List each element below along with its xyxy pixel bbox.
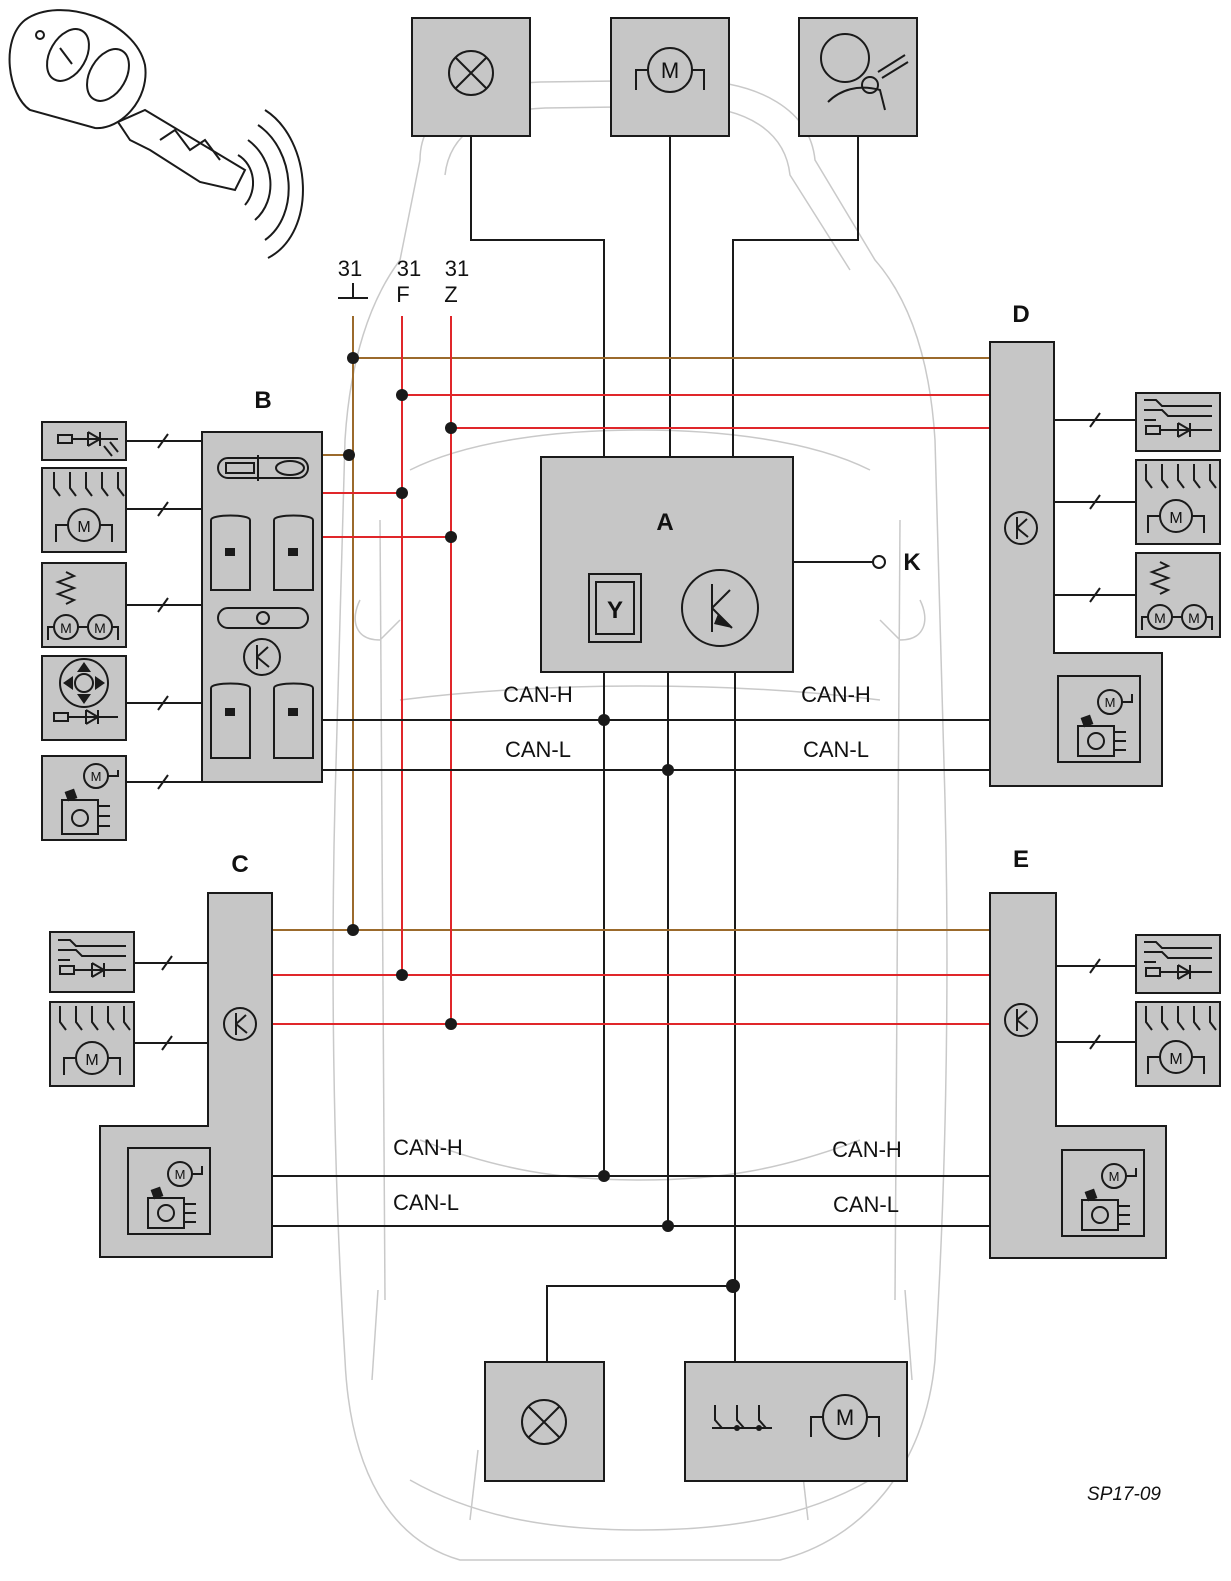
module-d-label: D: [1012, 301, 1029, 328]
led-sensor-icon: [1135, 392, 1221, 452]
trunk-module: M: [684, 1361, 908, 1482]
lamp-icon: [448, 50, 494, 96]
can-l-label-rear-right: CAN-L: [833, 1192, 899, 1217]
fuse-y: Y: [588, 573, 642, 643]
rear-right-door-module-e: E M: [989, 846, 1167, 1259]
seat-position-icon: M: [1061, 1149, 1145, 1237]
svg-text:M: M: [1188, 610, 1200, 626]
switch-array-icon: M: [49, 1001, 135, 1087]
terminal-31f-letter: F: [396, 282, 409, 307]
airbag-feed-wire: [732, 136, 859, 457]
seat-position-icon: M: [1057, 675, 1141, 763]
supply-wiring: [272, 316, 990, 1025]
motor-label: M: [661, 58, 679, 83]
rear-lamp-feed-wire: [546, 1285, 733, 1362]
svg-text:M: M: [1109, 1169, 1120, 1184]
car-key-icon: [8, 9, 304, 259]
node-k-label: K: [903, 549, 921, 576]
b-peripherals: M M M M: [41, 421, 202, 841]
svg-text:M: M: [1169, 510, 1182, 527]
svg-text:M: M: [60, 620, 72, 636]
heater-icon: M M: [1135, 552, 1221, 638]
top-motor-module: M: [610, 17, 730, 137]
driver-door-module-b: B: [201, 387, 323, 783]
module-b-label: B: [254, 387, 271, 414]
ground-wiring: [272, 316, 990, 931]
svg-text:M: M: [1154, 610, 1166, 626]
can-h-label-front-right: CAN-H: [801, 682, 871, 707]
switch-array-icon: M: [1135, 1001, 1221, 1087]
rear-left-door-module-c: C M: [99, 851, 273, 1258]
d-peripherals: M M M: [1054, 392, 1221, 638]
switch-array-icon: M: [1135, 459, 1221, 545]
central-control-module-a: A Y: [540, 456, 794, 673]
terminal-labels: 31 31 F 31 Z: [338, 256, 469, 307]
terminal-31f-number: 31: [397, 256, 421, 281]
svg-text:M: M: [94, 620, 106, 636]
seat-position-icon: M: [127, 1147, 211, 1235]
k-terminal: [872, 555, 886, 569]
led-sensor-icon: [41, 421, 127, 461]
svg-text:M: M: [1105, 695, 1116, 710]
airbag-module: [798, 17, 918, 137]
wire-junctions: [343, 352, 740, 1293]
can-l-label-front-left: CAN-L: [505, 737, 571, 762]
svg-text:M: M: [77, 519, 90, 536]
motor-icon: M: [810, 1394, 880, 1440]
led-sensor-icon: [1135, 934, 1221, 994]
svg-text:M: M: [91, 769, 102, 784]
mirror-joystick-icon: [41, 655, 127, 741]
ground-symbol-icon: [338, 283, 368, 299]
microcontroller-icon: [1004, 511, 1038, 545]
c-peripherals: M: [49, 931, 208, 1087]
module-c-label: C: [231, 851, 248, 878]
microcontroller-icon: [681, 569, 759, 647]
terminal-31z-number: 31: [445, 256, 469, 281]
led-sensor-icon: [49, 931, 135, 993]
lamp-feed-wire: [470, 136, 605, 457]
terminal-31-label: 31: [338, 256, 362, 281]
airbag-icon: [820, 33, 909, 111]
microcontroller-icon: [223, 1007, 257, 1041]
fuse-y-label: Y: [607, 597, 623, 624]
can-bus-wiring: [272, 719, 990, 1227]
can-l-label-front-right: CAN-L: [803, 737, 869, 762]
lamp-icon: [521, 1399, 567, 1445]
interior-lamp-module: [411, 17, 531, 137]
can-h-label-front-left: CAN-H: [503, 682, 573, 707]
switch-array-icon: M: [41, 467, 127, 553]
window-switch-panel-icon: [210, 455, 314, 759]
svg-text:M: M: [175, 1167, 186, 1182]
svg-text:M: M: [1169, 1051, 1182, 1068]
svg-text:M: M: [85, 1052, 98, 1069]
e-peripherals: M: [1056, 934, 1221, 1087]
can-l-label-rear-left: CAN-L: [393, 1190, 459, 1215]
heater-icon: M M: [41, 562, 127, 648]
motor-icon: M: [635, 47, 705, 93]
terminal-31z-letter: Z: [444, 282, 457, 307]
switch-array-icon: [712, 1405, 772, 1431]
rear-lamp-module: [484, 1361, 605, 1482]
figure-id: SP17-09: [1087, 1484, 1161, 1505]
can-h-label-rear-right: CAN-H: [832, 1137, 902, 1162]
car-outline: [332, 79, 948, 1561]
svg-text:M: M: [836, 1405, 854, 1430]
can-h-label-rear-left: CAN-H: [393, 1135, 463, 1160]
seat-position-icon: M: [41, 755, 127, 841]
microcontroller-icon: [1004, 1003, 1038, 1037]
module-e-label: E: [1013, 846, 1029, 873]
module-a-label: A: [656, 509, 673, 536]
passenger-door-module-d: D M: [989, 301, 1163, 787]
